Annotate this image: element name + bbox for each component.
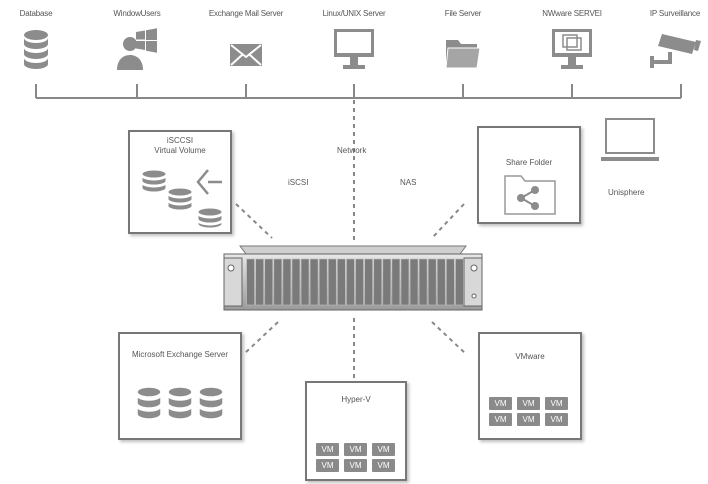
vm-badge: VM xyxy=(316,459,339,472)
exchange-database-icon xyxy=(136,386,224,420)
vm-badge: VM xyxy=(489,397,512,410)
vmware-dashed-line xyxy=(431,321,467,355)
iscsi-dashed-line xyxy=(235,203,273,239)
drive-bay xyxy=(455,258,464,306)
windows-user-icon xyxy=(117,28,157,70)
vm-badge: VM xyxy=(517,413,540,426)
iscsi-box-title: iSCCSI xyxy=(166,136,194,145)
drive-bay xyxy=(309,258,319,306)
top-label-linux-unix-server: Linux/UNIX Server xyxy=(322,9,386,18)
nas-dashed-line xyxy=(431,203,465,239)
top-label-vmware-server: NWware SERVEI xyxy=(542,9,602,18)
drive-bay xyxy=(328,258,337,306)
vm-badge: VM xyxy=(372,459,395,472)
drive-bay xyxy=(318,258,328,306)
drive-bay xyxy=(418,258,428,306)
top-label-database: Database xyxy=(19,9,53,18)
vmware-monitor-icon xyxy=(552,29,592,69)
vmware-box: VMware VM VM VM VM VM VM xyxy=(478,332,582,440)
vm-badge: VM xyxy=(545,413,568,426)
monitor-icon xyxy=(334,29,374,69)
vmware-title: VMware xyxy=(515,352,545,361)
nas-label: NAS xyxy=(400,178,417,187)
drive-bay xyxy=(273,258,283,306)
vm-badge: VM xyxy=(517,397,540,410)
mail-envelope-icon xyxy=(230,44,262,66)
share-folder-box: Share Folder xyxy=(477,126,581,224)
exchange-dashed-line xyxy=(243,321,279,355)
exchange-server-title: Microsoft Exchange Server xyxy=(131,350,229,359)
virtual-volume-title: Virtual Volume xyxy=(154,146,206,155)
drive-bay xyxy=(282,258,292,306)
vm-badge: VM xyxy=(545,397,568,410)
drive-bay xyxy=(427,258,437,306)
top-label-file-server: File Server xyxy=(444,9,482,18)
drive-bay xyxy=(264,258,273,306)
drive-bay xyxy=(337,258,346,306)
share-folder-icon xyxy=(504,175,556,215)
vm-badge: VM xyxy=(372,443,395,456)
vm-badge: VM xyxy=(489,413,512,426)
hyperv-box: Hyper-V VM VM VM VM VM VM xyxy=(305,381,407,481)
hyperv-title: Hyper-V xyxy=(341,395,371,404)
drive-bay xyxy=(364,258,373,306)
top-label-exchange-mail-server: Exchange Mail Server xyxy=(208,9,284,18)
top-label-ip-surveillance: IP Surveillance xyxy=(649,9,701,18)
drive-bay xyxy=(400,258,410,306)
drive-bay xyxy=(300,258,310,306)
drive-bay xyxy=(291,258,301,306)
drive-bay xyxy=(437,258,446,306)
laptop-icon xyxy=(601,118,659,161)
drive-bay xyxy=(391,258,401,306)
top-label-windows-users: WindowUsers xyxy=(113,9,161,18)
drive-bay xyxy=(255,258,264,306)
share-folder-title: Share Folder xyxy=(505,158,553,167)
unisphere-label: Unisphere xyxy=(608,188,645,197)
vm-badge: VM xyxy=(344,459,367,472)
drive-bay xyxy=(355,258,364,306)
folder-icon xyxy=(445,40,481,69)
drive-bay xyxy=(346,258,355,306)
drive-bay xyxy=(446,258,455,306)
drive-bay xyxy=(382,258,392,306)
iscsi-virtual-volume-box: iSCCSI Virtual Volume xyxy=(128,130,232,234)
network-label: Network xyxy=(337,146,367,155)
drive-bay xyxy=(409,258,419,306)
volume-stack-icon xyxy=(141,169,223,228)
vm-badge: VM xyxy=(316,443,339,456)
storage-array-icon xyxy=(223,245,483,311)
vm-badge: VM xyxy=(344,443,367,456)
iscsi-label: iSCSI xyxy=(288,178,309,187)
drive-bay xyxy=(373,258,382,306)
drive-bay xyxy=(246,258,255,306)
exchange-server-box: Microsoft Exchange Server xyxy=(118,332,242,440)
database-icon xyxy=(24,30,48,69)
security-camera-icon xyxy=(650,34,701,68)
